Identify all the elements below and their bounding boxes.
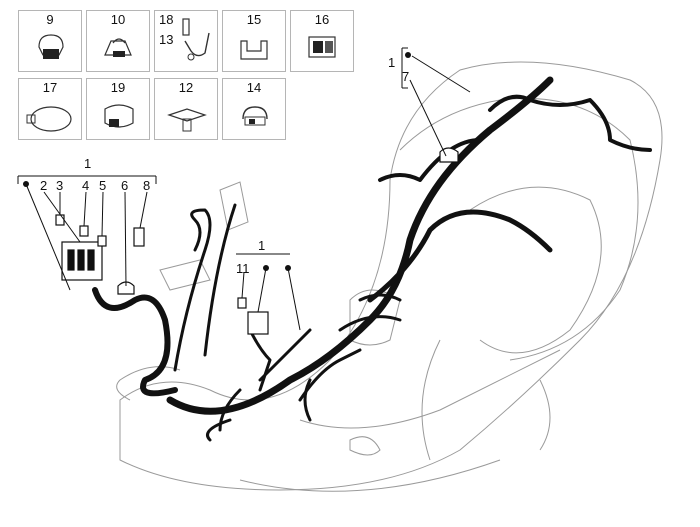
cable-tie-icon [26, 106, 72, 132]
callout-3: 3 [56, 178, 64, 193]
callout-6: 6 [121, 178, 129, 193]
callout-center-group-1: 1 [258, 238, 266, 253]
callout-2: 2 [40, 178, 48, 193]
part-cell-16: 16 [290, 10, 354, 72]
part-cell-19: 19 [86, 78, 150, 140]
part-number: 10 [110, 12, 126, 27]
callout-8: 8 [143, 178, 151, 193]
band-clip-icon [104, 104, 134, 128]
bracket-bolt-icon [182, 18, 210, 61]
part-number: 16 [314, 12, 330, 27]
push-clip-icon [167, 108, 207, 132]
part-number: 18 [159, 12, 174, 27]
callout-5: 5 [99, 178, 107, 193]
part-number: 15 [246, 12, 262, 27]
clip-icon [38, 34, 64, 59]
callout-7: 7 [402, 69, 410, 84]
part-cell-12: 12 [154, 78, 218, 140]
part-cell-10: 10 [86, 10, 150, 72]
callout-11: 11 [236, 261, 250, 276]
part-cell-18-13: 18 13 [154, 10, 218, 72]
part-cell-15: 15 [222, 10, 286, 72]
harness-components [55, 147, 459, 335]
connector-holder-icon [308, 36, 336, 58]
part-number: 9 [46, 12, 54, 27]
part-number: 13 [159, 32, 174, 47]
part-cell-17: 17 [18, 78, 82, 140]
cable-guide-icon [240, 40, 268, 60]
callout-4: 4 [82, 178, 90, 193]
part-cell-14: 14 [222, 78, 286, 140]
part-cell-9: 9 [18, 10, 82, 72]
callout-left-group-1: 1 [84, 156, 92, 171]
part-number: 17 [42, 80, 58, 95]
callout-right-group-1: 1 [388, 55, 396, 70]
hose-clamp-icon [242, 106, 268, 126]
clamp-icon [104, 38, 132, 57]
